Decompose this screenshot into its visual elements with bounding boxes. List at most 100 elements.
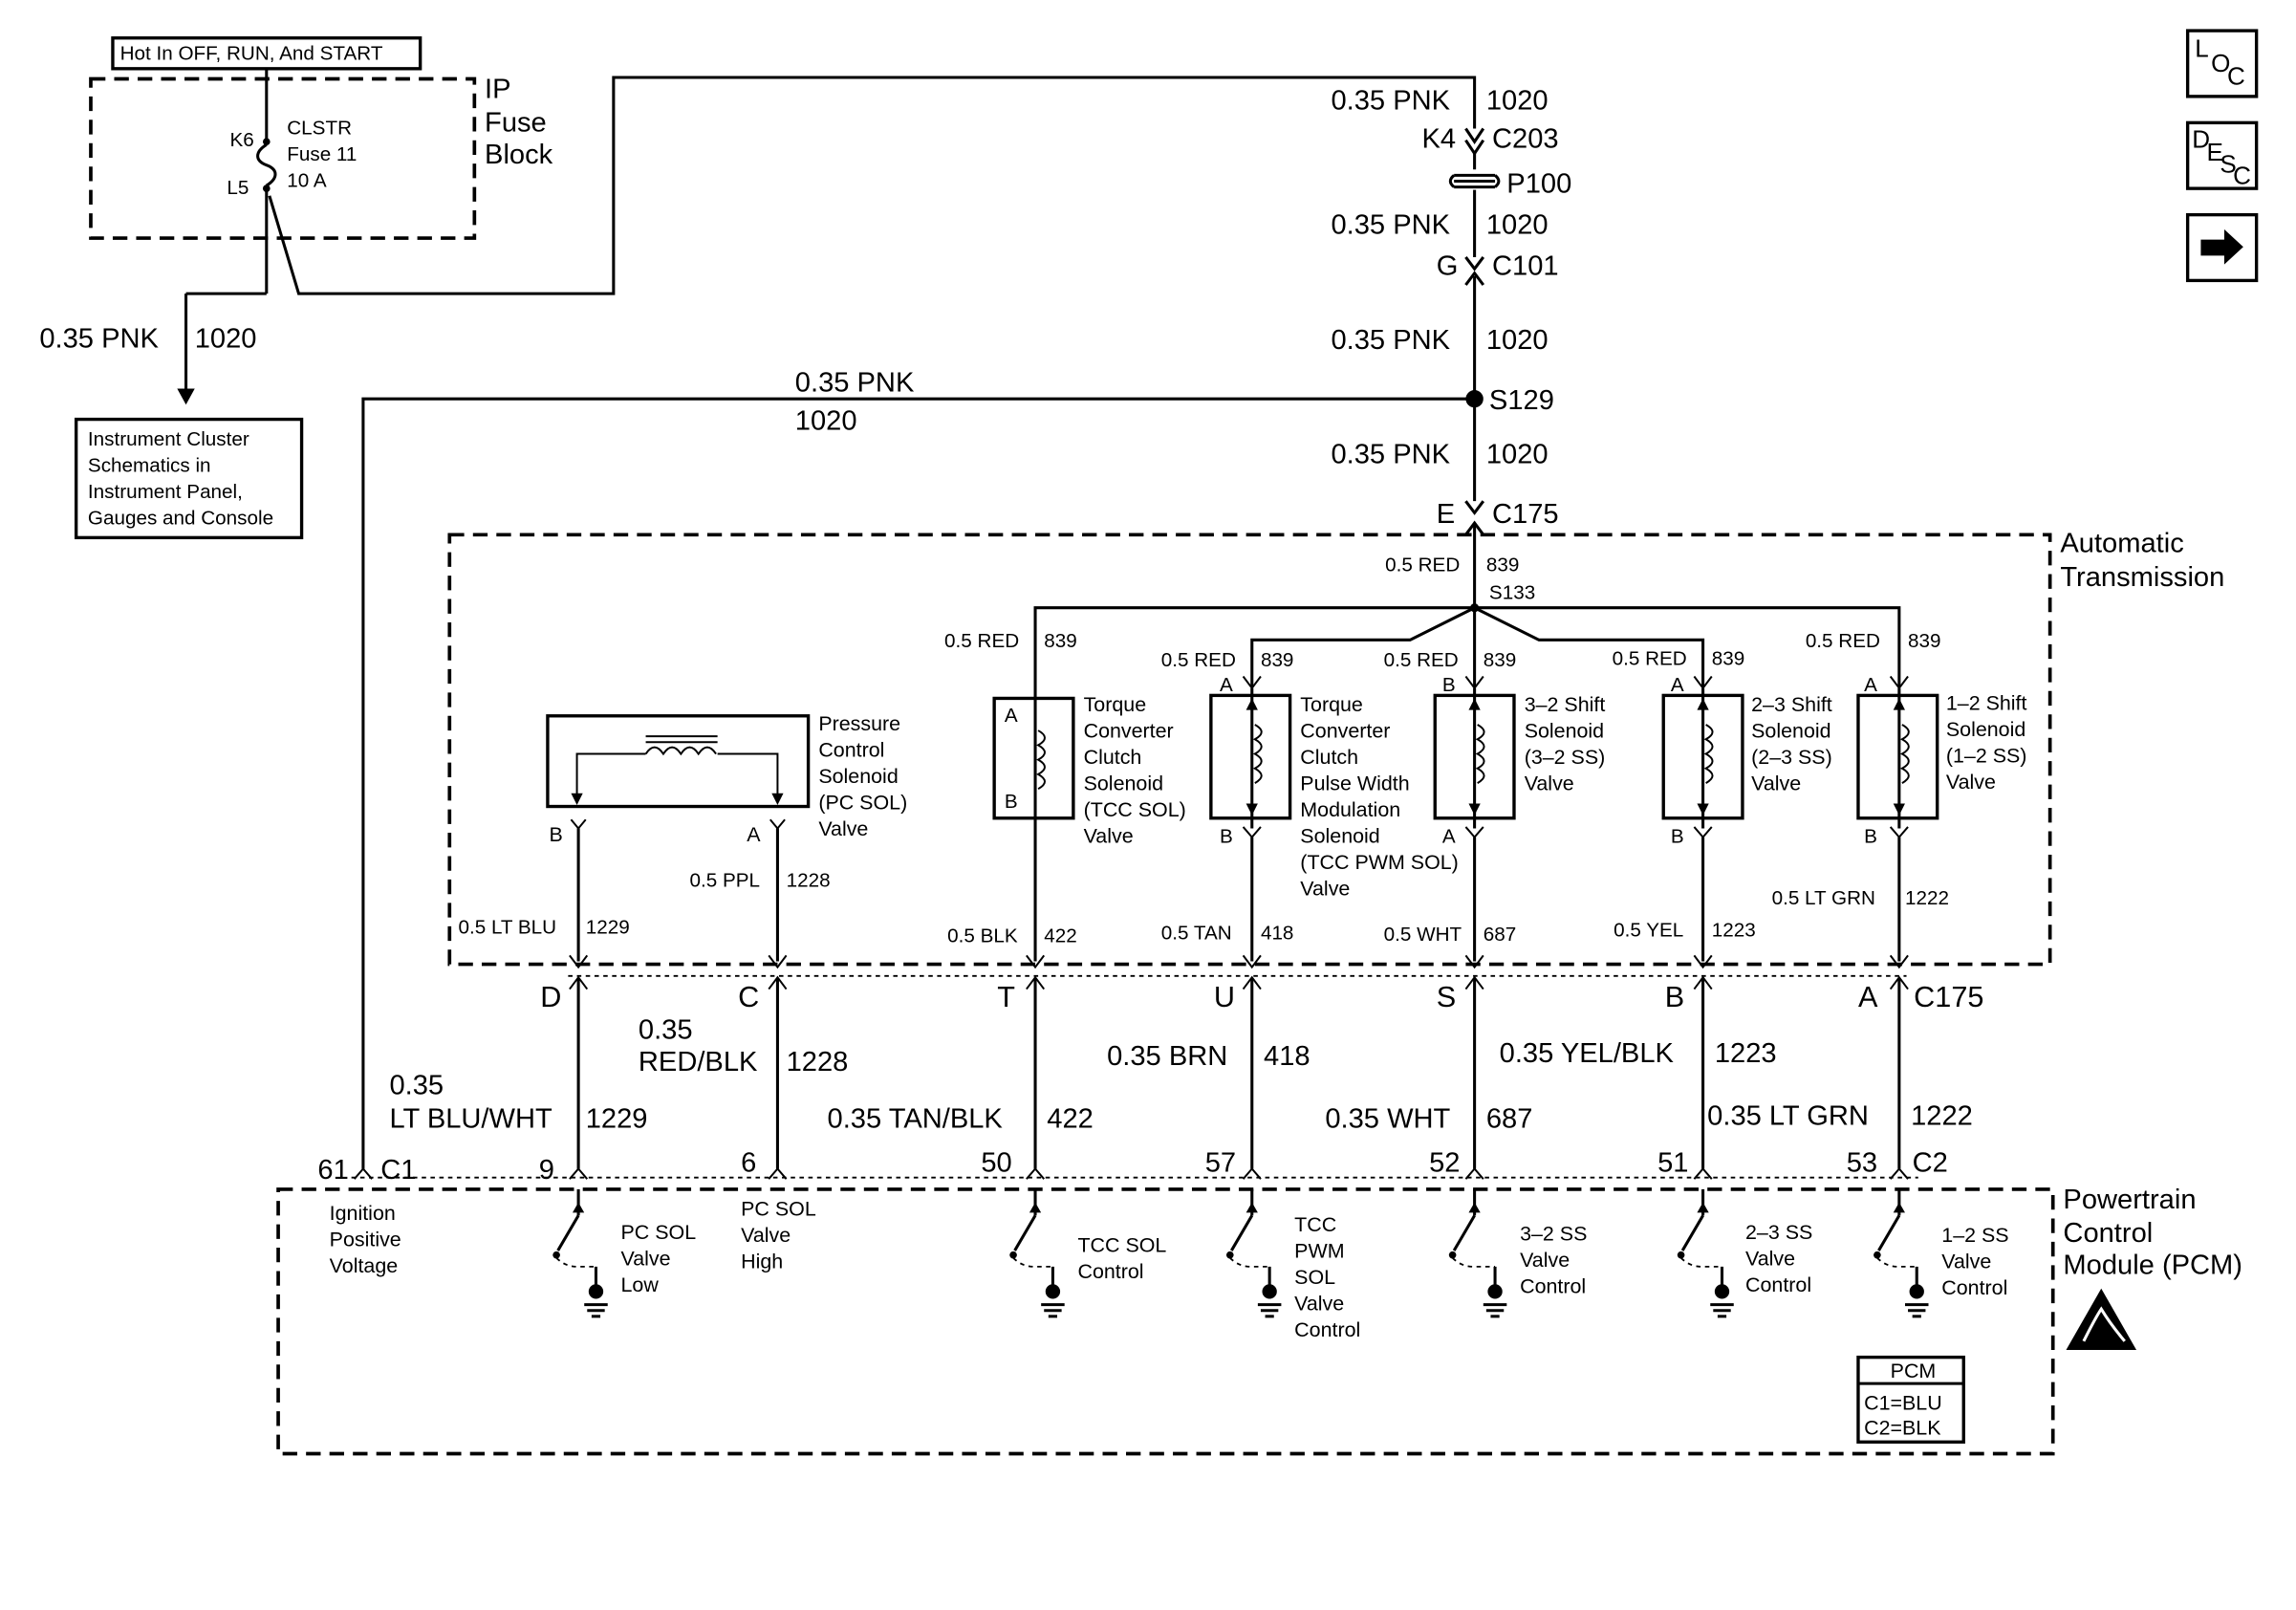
tcc-sol-solenoid: 0.5 RED 839 A B Torque Converter Clutch … (944, 630, 1186, 962)
svg-text:0.5 BLK: 0.5 BLK (947, 925, 1018, 947)
svg-text:0.5 RED: 0.5 RED (1613, 647, 1687, 669)
svg-text:2–3 Shift: 2–3 Shift (1751, 693, 1832, 716)
svg-text:Valve: Valve (1946, 771, 1996, 794)
svg-text:Valve: Valve (818, 817, 868, 840)
transmission-title-2: Transmission (2060, 562, 2224, 593)
svg-text:0.35 PNK: 0.35 PNK (1331, 325, 1450, 356)
main-feed: 0.35 PNK 1020 K4 C203 P100 0.35 PNK 1020… (1331, 86, 1571, 536)
next-button[interactable] (2185, 212, 2259, 283)
tcc-sol-switch-icon (1009, 1188, 1065, 1318)
pcm-title-2: Control (2063, 1218, 2153, 1249)
svg-text:1020: 1020 (1486, 86, 1549, 117)
loc-button[interactable]: L O C (2185, 29, 2259, 98)
svg-text:Voltage: Voltage (330, 1254, 399, 1277)
svg-text:PC SOL: PC SOL (621, 1221, 697, 1244)
svg-text:839: 839 (1044, 630, 1076, 652)
svg-text:1222: 1222 (1911, 1101, 1973, 1132)
svg-text:Instrument Cluster: Instrument Cluster (88, 428, 249, 450)
ss-1-2-switch-icon (1874, 1188, 1929, 1318)
splice-s133-label: S133 (1489, 582, 1535, 604)
esd-warning-icon (2066, 1288, 2137, 1350)
svg-text:E: E (2207, 138, 2223, 166)
svg-text:418: 418 (1264, 1041, 1310, 1072)
svg-text:Solenoid: Solenoid (818, 765, 898, 788)
harness-wires: 0.35 LT BLU/WHT 1229 0.35 RED/BLK 1228 0… (389, 978, 1973, 1169)
coil-icon (1475, 724, 1485, 784)
svg-text:B: B (1220, 826, 1233, 848)
svg-text:0.5 RED: 0.5 RED (944, 630, 1019, 652)
svg-text:Clutch: Clutch (1084, 746, 1142, 769)
svg-text:0.35: 0.35 (389, 1071, 444, 1101)
pcm-module: Powertrain Control Module (PCM) 61 C1 9 … (276, 1148, 2242, 1456)
svg-text:Valve: Valve (1294, 1293, 1344, 1316)
svg-text:1223: 1223 (1712, 920, 1756, 942)
pc-sol-solenoid: Pressure Control Solenoid (PC SOL) Valve… (458, 712, 907, 962)
svg-text:0.35 BRN: 0.35 BRN (1107, 1041, 1227, 1072)
svg-text:3–2 SS: 3–2 SS (1520, 1222, 1587, 1245)
fuse-name: CLSTR (287, 118, 352, 140)
svg-text:839: 839 (1261, 649, 1293, 671)
fuse-block-title-1: IP (485, 74, 511, 104)
svg-text:Control: Control (1745, 1273, 1811, 1296)
branch-wire-circuit: 1020 (795, 405, 857, 436)
transmission-title-1: Automatic (2060, 529, 2183, 559)
svg-text:C2: C2 (1913, 1148, 1948, 1179)
svg-text:6: 6 (741, 1148, 756, 1179)
svg-text:A: A (1220, 674, 1233, 696)
ss-2-3-switch-icon (1677, 1188, 1734, 1318)
svg-text:Valve: Valve (1745, 1247, 1795, 1270)
arrow-down-icon (177, 388, 195, 405)
svg-text:C175: C175 (1492, 499, 1559, 530)
svg-text:RED/BLK: RED/BLK (639, 1047, 758, 1077)
fuse-number: Fuse 11 (287, 143, 357, 165)
svg-text:Low: Low (621, 1273, 660, 1296)
desc-button[interactable]: D E S C (2185, 120, 2259, 190)
svg-text:Solenoid: Solenoid (1751, 720, 1830, 743)
svg-text:839: 839 (1484, 649, 1516, 671)
svg-text:B: B (1665, 981, 1684, 1013)
branch-wire-gauge: 0.35 PNK (795, 368, 915, 399)
connector-c175-top-icon (1464, 500, 1485, 515)
svg-text:418: 418 (1261, 923, 1293, 945)
svg-text:LT BLU/WHT: LT BLU/WHT (389, 1104, 552, 1135)
svg-text:1222: 1222 (1905, 887, 1949, 909)
svg-text:Valve: Valve (1751, 772, 1801, 795)
svg-text:0.35 PNK: 0.35 PNK (1331, 210, 1450, 241)
svg-text:(PC SOL): (PC SOL) (818, 792, 907, 815)
fuse-pin-l5: L5 (227, 177, 249, 199)
coil-icon (1252, 724, 1263, 784)
svg-text:Valve: Valve (1520, 1249, 1570, 1272)
svg-text:52: 52 (1429, 1148, 1460, 1179)
svg-text:2–3 SS: 2–3 SS (1745, 1221, 1812, 1244)
svg-text:Control: Control (1294, 1318, 1360, 1341)
connector-c203-icon (1464, 127, 1485, 144)
tcc-pwm-switch-icon (1225, 1188, 1282, 1318)
pcm-title-3: Module (PCM) (2063, 1251, 2242, 1281)
svg-text:Solenoid: Solenoid (1946, 718, 2025, 741)
svg-text:A: A (1864, 674, 1877, 696)
svg-text:B: B (1005, 791, 1018, 813)
p100-passthrough-icon (1448, 173, 1501, 189)
svg-text:Solenoid: Solenoid (1084, 772, 1163, 795)
arrow-right-icon (2200, 228, 2243, 265)
svg-text:Valve: Valve (1525, 772, 1574, 795)
svg-text:1228: 1228 (787, 870, 831, 892)
svg-text:Converter: Converter (1300, 720, 1390, 743)
automatic-transmission: Automatic Transmission 0.5 RED 839 S133 … (447, 523, 2224, 967)
svg-text:PCM: PCM (1891, 1360, 1937, 1382)
svg-text:Converter: Converter (1084, 720, 1174, 743)
svg-text:0.5 PPL: 0.5 PPL (690, 870, 761, 892)
svg-text:Valve: Valve (1941, 1250, 1991, 1273)
svg-text:A: A (1005, 705, 1018, 727)
svg-text:1229: 1229 (586, 916, 630, 938)
svg-text:(2–3 SS): (2–3 SS) (1751, 746, 1832, 769)
svg-text:0.5 LT BLU: 0.5 LT BLU (458, 916, 556, 938)
connector-c101-icon (1464, 256, 1485, 272)
svg-text:Solenoid: Solenoid (1300, 825, 1379, 848)
ss-3-2-switch-icon (1448, 1188, 1507, 1318)
fuse-pin-k6: K6 (230, 129, 254, 151)
svg-text:C175: C175 (1914, 981, 1983, 1013)
fuse-icon (256, 142, 277, 187)
svg-text:0.5 YEL: 0.5 YEL (1614, 920, 1683, 942)
